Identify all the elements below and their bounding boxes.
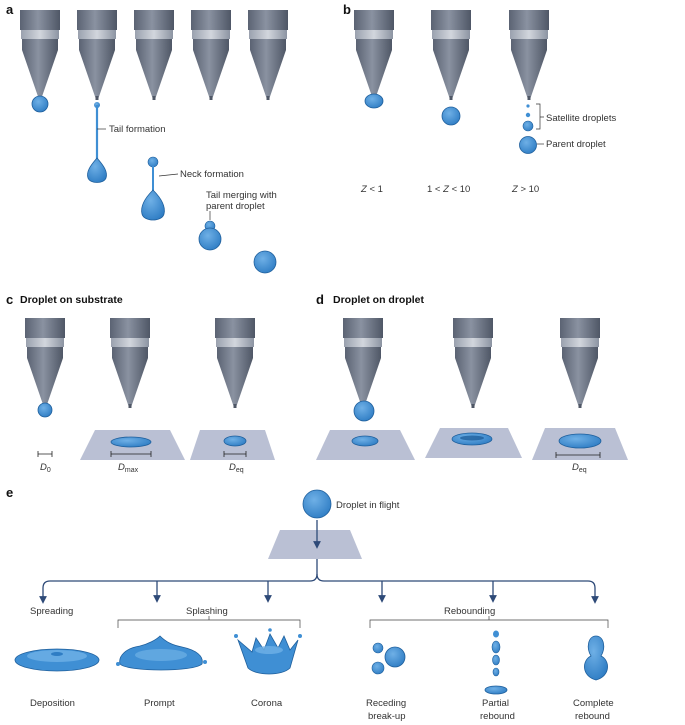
panel-b-nozzles <box>354 10 549 100</box>
droplet-z-low <box>364 93 384 109</box>
deposition-illustration <box>14 648 100 672</box>
scale-bar-dmax <box>110 451 152 457</box>
nozzle <box>248 10 288 100</box>
receding-breakup-illustration <box>371 642 406 675</box>
droplet-in-flight <box>302 489 332 519</box>
nozzle <box>343 318 383 408</box>
panel-letter-a: a <box>6 2 14 17</box>
outcome-complete-1: Complete <box>573 698 614 709</box>
nozzle <box>431 10 471 100</box>
splashing-bracket <box>117 616 301 628</box>
condition-z-greater-10: Z > 10 <box>511 184 539 195</box>
label-parent-droplet: Parent droplet <box>546 139 606 150</box>
prompt-splash-illustration <box>116 635 207 671</box>
label-tail-formation: Tail formation <box>109 124 166 135</box>
outcome-corona: Corona <box>251 698 283 709</box>
panel-letter-c: c <box>6 292 13 307</box>
category-splashing: Splashing <box>186 606 228 617</box>
complete-rebound-illustration <box>584 635 608 681</box>
nozzle <box>134 10 174 100</box>
label-satellite-droplets: Satellite droplets <box>546 113 616 124</box>
panel-a-nozzles <box>20 10 288 100</box>
label-d0: D0 <box>40 462 51 474</box>
droplet-z-mid <box>441 106 461 126</box>
outcome-receding-2: break-up <box>368 711 406 722</box>
nozzle <box>453 318 493 408</box>
outcome-deposition: Deposition <box>30 698 75 709</box>
outcome-tree <box>39 559 599 604</box>
droplet-d-falling <box>353 400 375 422</box>
parent-droplet <box>519 136 537 154</box>
scale-bar-deq <box>223 451 247 457</box>
satellite-droplets <box>522 104 534 132</box>
label-tail-merging-2: parent droplet <box>206 201 265 212</box>
droplet-spread-max <box>110 436 152 448</box>
condition-z-between: 1 < Z < 10 <box>427 184 470 195</box>
droplet-stage-1 <box>31 95 49 113</box>
panel-letter-b: b <box>343 2 351 17</box>
droplet-spread-eq <box>223 435 247 447</box>
panel-letter-d: d <box>316 292 324 307</box>
nozzle <box>215 318 255 408</box>
panel-d-title: Droplet on droplet <box>333 294 424 306</box>
panel-c-title: Droplet on substrate <box>20 294 123 306</box>
scale-bar-d0 <box>37 451 53 457</box>
nozzle <box>354 10 394 100</box>
droplet-c-falling <box>37 402 53 418</box>
nozzle <box>20 10 60 100</box>
nozzle <box>509 10 549 100</box>
droplet-merging-stage <box>198 220 222 251</box>
label-deq-d: Deq <box>572 462 587 474</box>
droplet-stage-5 <box>253 250 277 274</box>
outcome-partial-2: rebound <box>480 711 515 722</box>
nozzle <box>191 10 231 100</box>
label-deq-c: Deq <box>229 462 244 474</box>
nozzle <box>560 318 600 408</box>
condition-z-less-1: Z < 1 <box>360 184 383 195</box>
corona-splash-illustration <box>234 628 302 675</box>
label-neck-formation: Neck formation <box>180 169 244 180</box>
panel-c-nozzles <box>25 318 255 408</box>
category-rebounding: Rebounding <box>444 606 495 617</box>
category-spreading: Spreading <box>30 606 73 617</box>
outcome-prompt: Prompt <box>144 698 175 709</box>
label-dmax: Dmax <box>118 462 139 474</box>
substrate <box>268 530 362 559</box>
rebounding-bracket <box>369 616 609 628</box>
panel-letter-e: e <box>6 485 13 500</box>
outcome-complete-2: rebound <box>575 711 610 722</box>
partial-rebound-illustration <box>484 630 508 695</box>
outcome-receding-1: Receding <box>366 698 406 709</box>
label-tail-merging-1: Tail merging with <box>206 190 277 201</box>
label-droplet-in-flight: Droplet in flight <box>336 500 400 511</box>
nozzle <box>25 318 65 408</box>
droplet-on-droplet-3 <box>558 433 602 449</box>
panel-d-nozzles <box>343 318 600 408</box>
droplet-tail-stage <box>87 102 107 183</box>
nozzle <box>77 10 117 100</box>
outcome-partial-1: Partial <box>482 698 509 709</box>
satellite-bracket <box>536 103 544 130</box>
nozzle <box>110 318 150 408</box>
droplet-neck-stage <box>141 156 165 221</box>
scale-bar-deq-d <box>555 452 601 458</box>
droplet-on-droplet-1 <box>351 435 379 447</box>
